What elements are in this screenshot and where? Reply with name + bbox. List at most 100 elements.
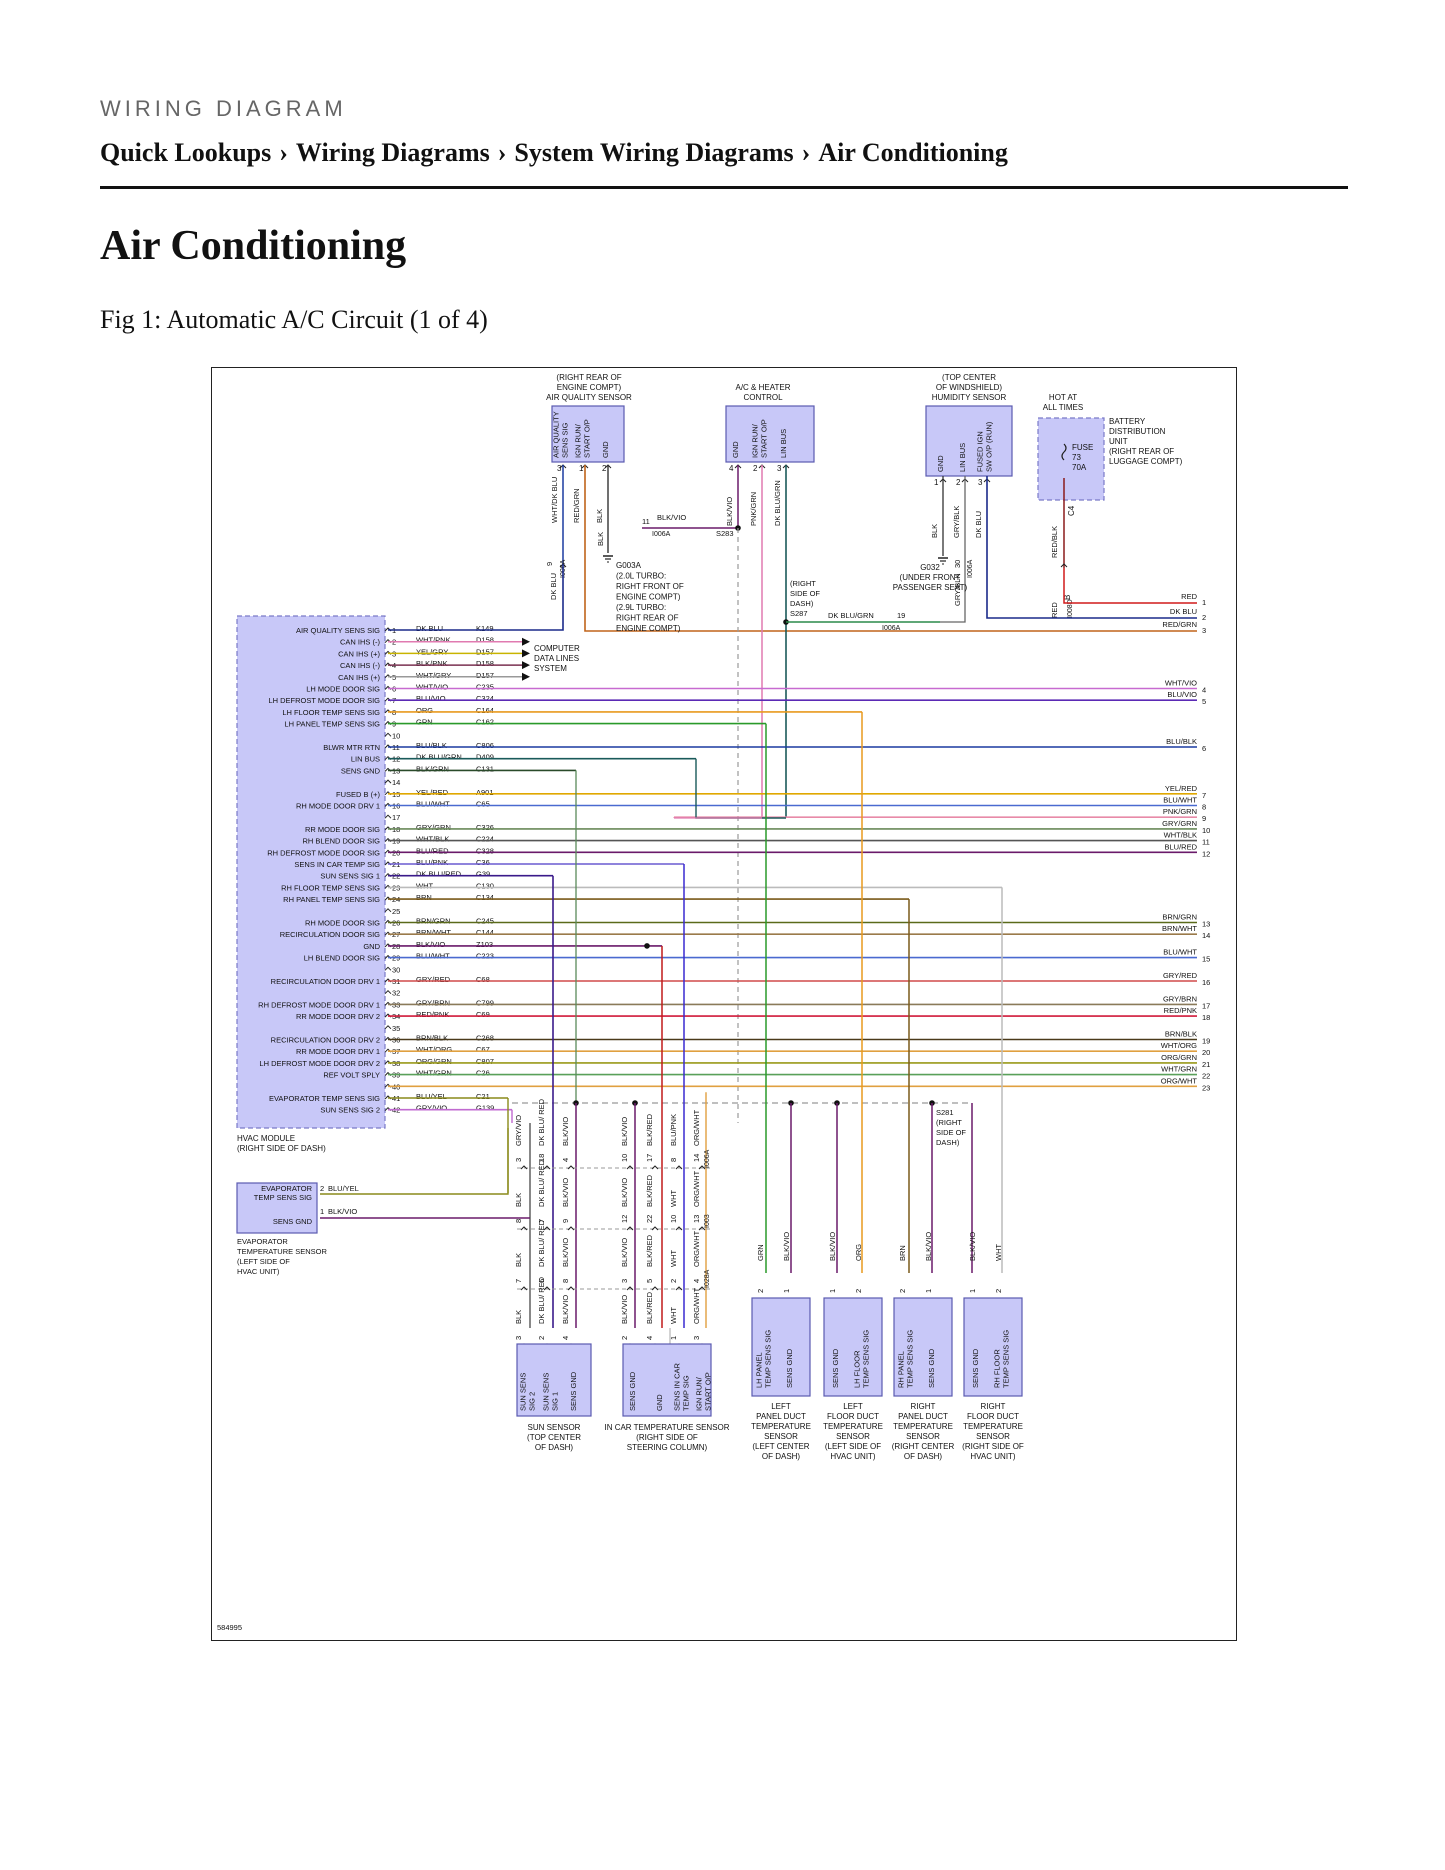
inline-pin-number: 2	[537, 1336, 546, 1340]
hvac-pin-signal: SENS GND	[341, 766, 381, 775]
connector-pin-mark	[384, 908, 392, 913]
duct-sensor-pin-label: RH PANEL	[897, 1351, 906, 1388]
wire-label: DK BLU/GRN	[828, 611, 874, 620]
inline-connector-tag: I028A	[704, 1269, 711, 1288]
ground-g003a-label: ENGINE COMPT)	[616, 624, 681, 633]
inline-wire-label: DK BLU/ RED	[537, 1276, 546, 1324]
hvac-pin-signal: LH FLOOR TEMP SENS SIG	[282, 708, 380, 717]
breadcrumb-item[interactable]: Air Conditioning	[818, 138, 1008, 167]
air-quality-pin-label: START O/P	[583, 419, 592, 458]
duct-sensor-pin-number: 1	[924, 1289, 933, 1293]
right-wire-label: BRN/BLK	[1165, 1030, 1197, 1039]
inline-pin-number: 8	[561, 1279, 570, 1283]
duct-sensor-label: FLOOR DUCT	[827, 1412, 879, 1421]
hvac-pin-signal: EVAPORATOR TEMP SENS SIG	[269, 1094, 380, 1103]
humidity-sensor	[925, 405, 1013, 477]
connector-pin-mark	[384, 966, 392, 971]
hvac-circuit-id: C328	[476, 846, 494, 855]
evaporator-sensor-label: EVAPORATOR	[237, 1237, 288, 1246]
hvac-pin-signal: RR MODE DOOR DRV 1	[296, 1047, 380, 1056]
duct-sensor-wire-label: BLK/VIO	[782, 1232, 791, 1261]
duct-temp-sensor	[893, 1297, 953, 1397]
splice-s281-label: SIDE OF	[936, 1128, 966, 1137]
duct-sensor-pin-number: 2	[994, 1289, 1003, 1293]
inline-pin-number: 4	[561, 1158, 570, 1162]
figure-id: 584995	[217, 1623, 242, 1632]
duct-sensor-pin-number: 1	[828, 1289, 837, 1293]
inline-pin-number: 3	[620, 1279, 629, 1283]
hvac-pin-signal: LH PANEL TEMP SENS SIG	[284, 720, 380, 729]
wire-label: I006A	[652, 531, 671, 538]
hvac-circuit-id: Z103	[476, 940, 493, 949]
ac-heater-wire-label: PNK/GRN	[749, 492, 758, 526]
duct-sensor-pin-label: SENS GND	[831, 1348, 840, 1388]
air-quality-pin-number: 3	[557, 464, 562, 473]
breadcrumb-item[interactable]: Wiring Diagrams	[295, 138, 490, 167]
right-wire-reference: 23	[1202, 1083, 1210, 1092]
battery-wire-label: RED/BLK	[1050, 526, 1059, 558]
hvac-circuit-id: C164	[476, 706, 494, 715]
inline-pin-number: 4	[561, 1336, 570, 1340]
breadcrumb-item[interactable]: Quick Lookups	[100, 138, 272, 167]
humidity-sensor-label: OF WINDSHIELD)	[936, 383, 1003, 392]
inline-pin-number: 17	[645, 1154, 654, 1162]
right-wire-label: RED	[1181, 592, 1197, 601]
inline-wire-label: GRY/VIO	[514, 1115, 523, 1146]
right-wire-label: BLU/BLK	[1166, 737, 1197, 746]
right-wire-reference: 8	[1202, 803, 1206, 812]
inline-wire-label: BLK/RED	[645, 1174, 654, 1207]
hvac-pin-signal: CAN IHS (-)	[340, 661, 381, 670]
ground-g003a-label: G003A	[616, 561, 642, 570]
inline-wire-label: BLK/VIO	[620, 1178, 629, 1207]
wire-red	[1063, 568, 1197, 604]
inline-pin-number: 3	[514, 1336, 523, 1340]
hvac-wire-color: BLU/PNK	[416, 858, 448, 867]
breadcrumb-item[interactable]: System Wiring Diagrams	[514, 138, 794, 167]
connector-pin-mark	[1060, 563, 1068, 568]
hvac-wire-color: BLU/WHT	[416, 800, 450, 809]
right-wire-reference: 6	[1202, 744, 1206, 753]
hvac-wire	[388, 622, 564, 631]
hvac-module-label: (RIGHT SIDE OF DASH)	[237, 1144, 326, 1153]
duct-sensor-pin-label: TEMP SENS SIG	[1002, 1330, 1011, 1388]
right-wire-label: WHT/ORG	[1161, 1041, 1197, 1050]
hvac-module	[236, 615, 386, 1129]
duct-sensor-label: RIGHT	[981, 1402, 1006, 1411]
hvac-circuit-id: C69	[476, 1010, 490, 1019]
duct-sensor-label: TEMPERATURE	[963, 1422, 1023, 1431]
splice-s287-label: S287	[790, 609, 808, 618]
inline-pin-number: 7	[514, 1279, 523, 1283]
air-quality-pin-number: 2	[602, 464, 607, 473]
right-wire-reference: 18	[1202, 1013, 1210, 1022]
ac-heater-pin-label: LIN BUS	[779, 429, 788, 458]
inline-wire-label: WHT	[669, 1190, 678, 1207]
hvac-circuit-id: C36	[476, 858, 490, 867]
hvac-wire-color: BLU/RED	[416, 846, 449, 855]
hvac-pin-signal: RH MODE DOOR DRV 1	[296, 802, 380, 811]
hvac-pin-signal: RH DEFROST MODE DOOR DRV 1	[258, 1000, 380, 1009]
inline-wire-label: BLK/VIO	[561, 1117, 570, 1146]
hvac-pin-number: 35	[392, 1024, 400, 1033]
in-car-sensor-pin-label: SENS IN CAR	[673, 1362, 682, 1411]
hvac-pin-signal: LH MODE DOOR SIG	[306, 685, 380, 694]
battery-distribution-label: (RIGHT REAR OF	[1109, 447, 1174, 456]
battery-distribution-label: DISTRIBUTION	[1109, 427, 1166, 436]
right-wire-reference: 20	[1202, 1048, 1210, 1057]
duct-sensor-label: LEFT	[771, 1402, 791, 1411]
evaporator-pin-number: 2	[320, 1184, 324, 1193]
inline-wire-label: ORG/WHT	[692, 1287, 701, 1324]
figure-caption: Fig 1: Automatic A/C Circuit (1 of 4)	[100, 305, 488, 334]
wire-label: I006A	[882, 625, 901, 632]
right-wire-label: WHT/BLK	[1164, 831, 1197, 840]
right-wire-label: WHT/GRN	[1161, 1065, 1197, 1074]
wire-evap-sig	[320, 1128, 509, 1195]
duct-sensor-label: SENSOR	[976, 1432, 1010, 1441]
right-wire-label: BLU/RED	[1164, 842, 1197, 851]
inline-wire-label: BLK	[514, 1193, 523, 1207]
connector-pin-mark	[384, 732, 392, 737]
hvac-wire-color: BRN	[416, 893, 432, 902]
right-wire-reference: 7	[1202, 791, 1206, 800]
wire-label: 11	[642, 517, 650, 526]
duct-sensor-label: (RIGHT SIDE OF	[962, 1442, 1024, 1451]
hvac-circuit-id: C162	[476, 718, 494, 727]
